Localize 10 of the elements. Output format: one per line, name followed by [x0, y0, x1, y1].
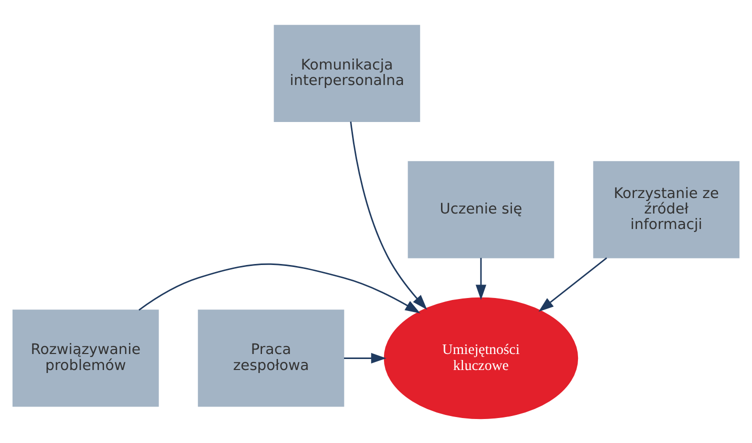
arrow [538, 256, 608, 312]
node-box: Komunikacja interpersonalna [274, 24, 420, 122]
node-box: Rozwiązywanie problemów [12, 309, 159, 406]
arrow [344, 352, 386, 364]
arrow [350, 121, 428, 310]
arrow [476, 257, 486, 300]
node-box: Korzystanie ze źródeł informacji [593, 160, 740, 258]
node-box: Praca zespołowa [198, 309, 344, 406]
node-box: Uczenie się [408, 160, 554, 258]
arrow [138, 262, 420, 313]
